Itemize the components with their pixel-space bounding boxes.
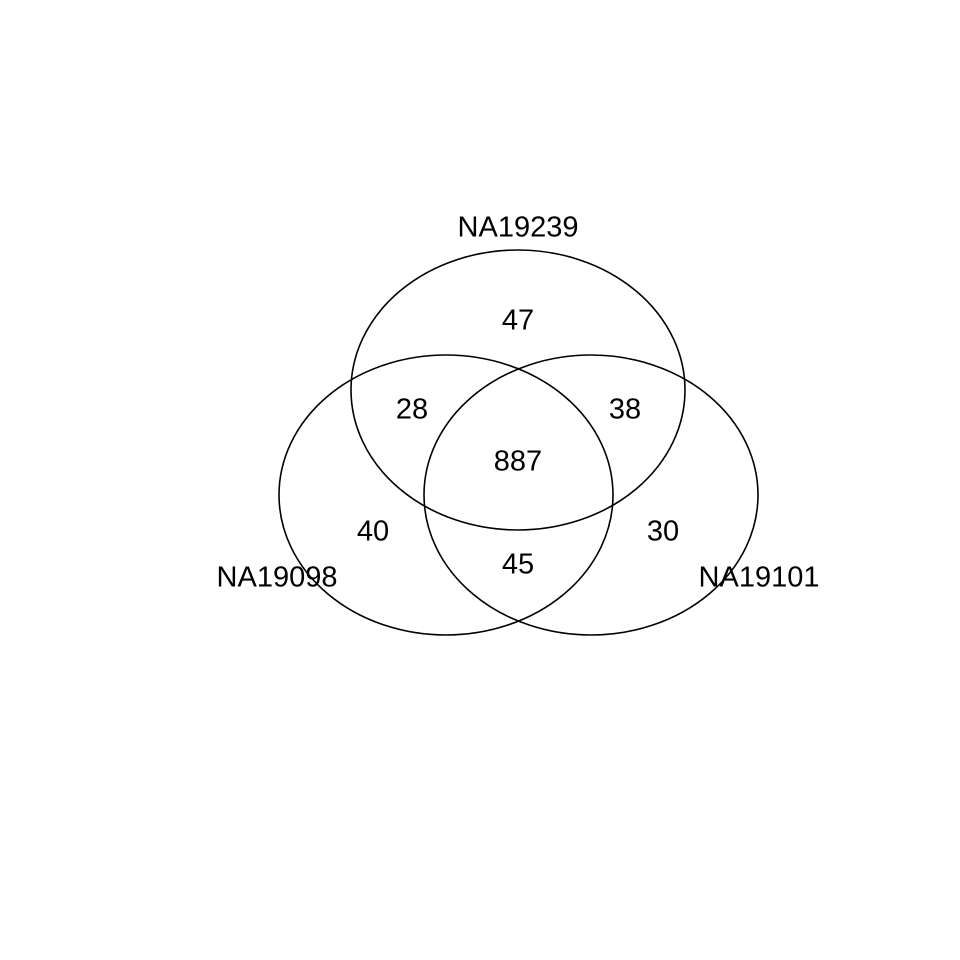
region-count-na19239-na19101: 38	[609, 394, 641, 426]
set-circle-na19098	[278, 354, 614, 636]
region-count-na19098-na19101: 45	[502, 549, 534, 581]
set-label-na19098: NA19098	[217, 562, 338, 594]
set-circle-na19239	[350, 249, 686, 531]
set-label-na19239: NA19239	[458, 212, 579, 244]
set-label-na19101: NA19101	[699, 562, 820, 594]
region-count-na19101-only: 30	[647, 516, 679, 548]
region-count-na19239-only: 47	[502, 305, 534, 337]
region-count-all-three: 887	[494, 446, 542, 478]
region-count-na19098-only: 40	[357, 516, 389, 548]
set-circle-na19101	[423, 354, 759, 636]
region-count-na19239-na19098: 28	[396, 394, 428, 426]
